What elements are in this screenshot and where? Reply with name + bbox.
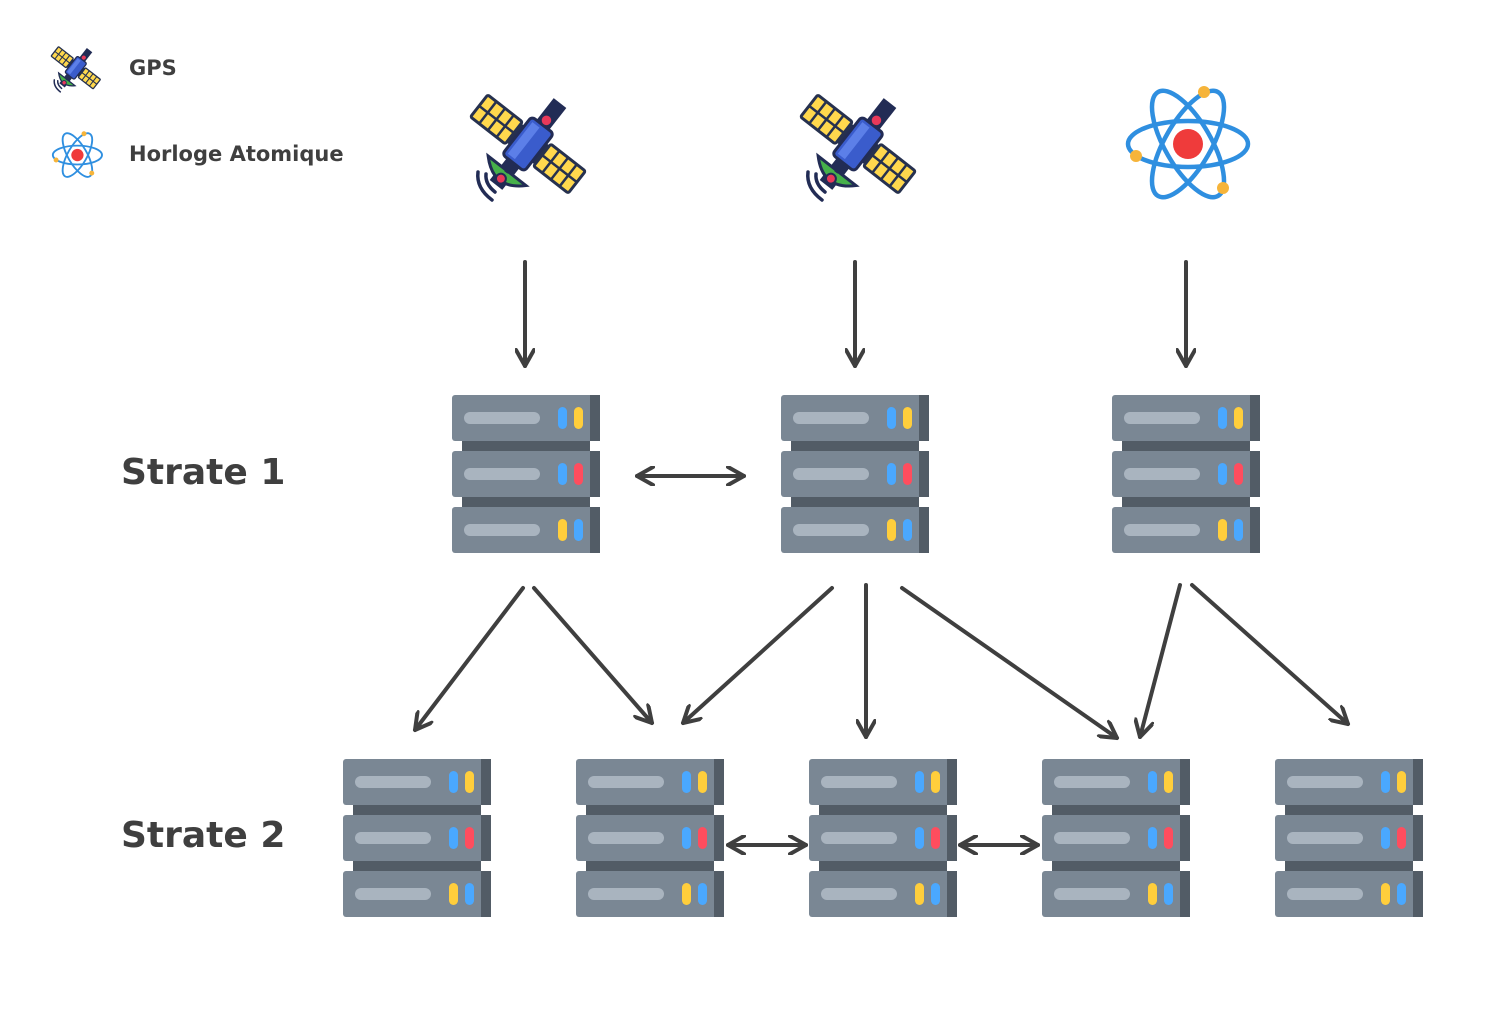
arrow-s1c-to-s2d: [1140, 583, 1182, 739]
legend-gps-label: GPS: [129, 56, 177, 80]
legend-atom-icon: [51, 128, 103, 183]
stratum2-server-4: [1042, 759, 1190, 917]
arrow-s1c-to-s2e: [1190, 583, 1350, 726]
stratum2-server-1: [343, 759, 491, 917]
legend-gps-icon: [40, 32, 112, 103]
atom-icon: [1128, 81, 1248, 208]
arrow-s1b-to-s2b: [681, 586, 834, 725]
stratum1-server-3: [1112, 395, 1260, 553]
gps-satellite-icon-1: [445, 62, 611, 226]
arrow-s1b-to-s2d: [900, 586, 1119, 740]
stratum2-server-5: [1275, 759, 1423, 917]
stratum2-server-2: [576, 759, 724, 917]
stratum-1-label: Strate 1: [121, 452, 286, 493]
arrow-s1a-to-s2a: [413, 586, 525, 732]
stratum1-server-2: [781, 395, 929, 553]
stratum2-server-3: [809, 759, 957, 917]
stratum1-server-1: [452, 395, 600, 553]
arrows: [413, 260, 1350, 845]
arrow-s1a-to-s2b: [532, 586, 654, 725]
stratum-2-label: Strate 2: [121, 815, 286, 856]
legend-atomic-clock-label: Horloge Atomique: [129, 142, 344, 166]
gps-satellite-icon-2: [775, 62, 941, 226]
